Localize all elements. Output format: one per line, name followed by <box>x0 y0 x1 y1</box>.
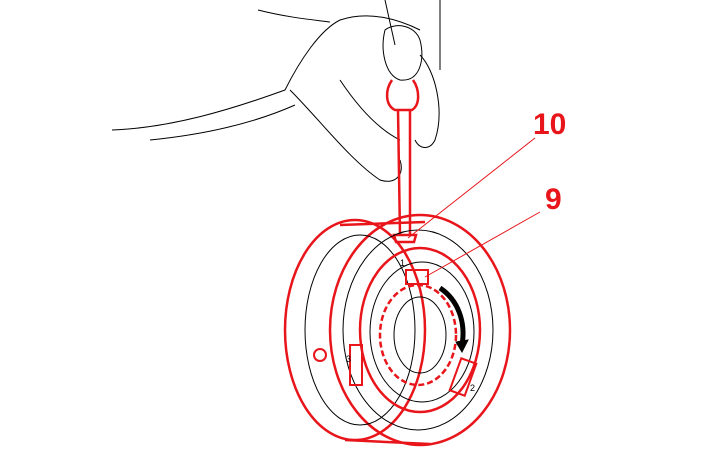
callout-9: 9 <box>545 183 562 216</box>
ring-mark-2: 2 <box>470 383 475 393</box>
leader-line-9 <box>424 211 541 278</box>
leader-line-10 <box>407 137 536 239</box>
synchronizer-ring <box>283 213 512 447</box>
callout-10: 10 <box>533 108 567 141</box>
ring-mark-1: 1 <box>400 258 405 268</box>
hand-outline <box>111 0 441 182</box>
ring-mark-3: 3 <box>346 354 351 364</box>
